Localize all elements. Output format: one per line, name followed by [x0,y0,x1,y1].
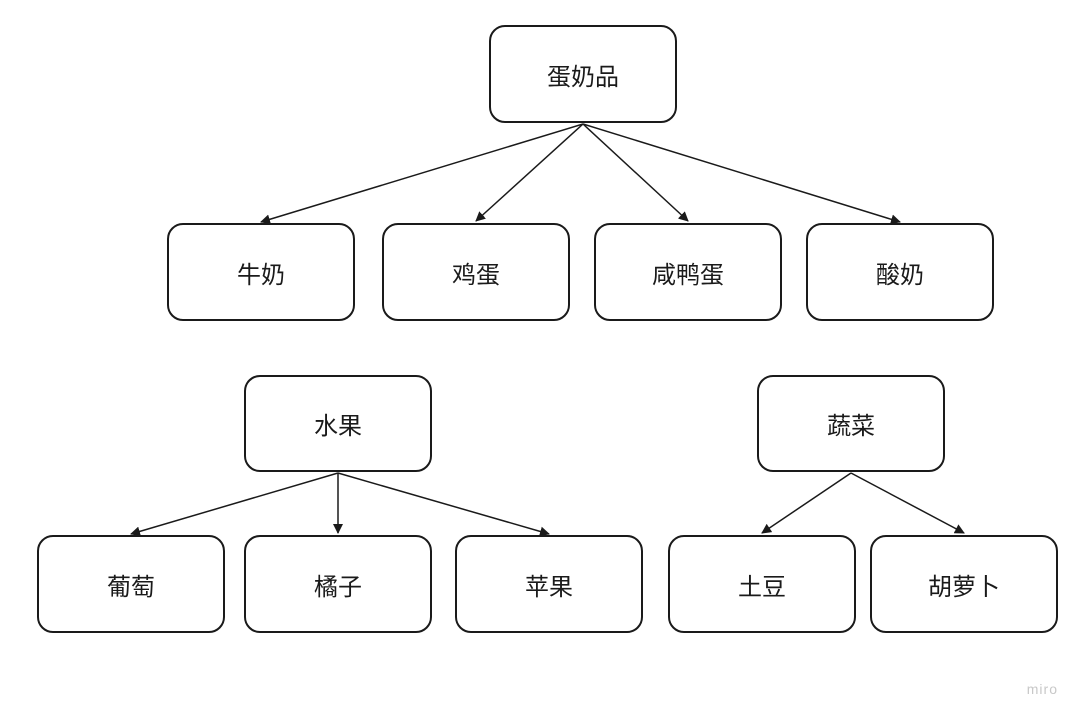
edge-dairy-to-egg [475,123,584,222]
edge-vegetable-to-potato [761,472,852,534]
node-label: 咸鸭蛋 [652,260,724,289]
edge-dairy-to-salted-duck-egg [582,123,689,222]
node-potato: 土豆 [668,535,856,633]
edge-dairy-to-milk [260,123,584,225]
node-label: 牛奶 [237,260,285,289]
node-apple: 苹果 [455,535,643,633]
edge-vegetable-to-carrot [850,472,965,534]
node-label: 葡萄 [107,572,155,601]
node-yogurt: 酸奶 [806,223,994,321]
node-vegetable: 蔬菜 [757,375,945,472]
edge-fruit-to-grape [130,472,339,537]
node-label: 蛋奶品 [547,62,619,91]
node-label: 酸奶 [876,260,924,289]
node-label: 鸡蛋 [452,260,500,289]
node-label: 土豆 [738,572,786,601]
node-egg: 鸡蛋 [382,223,570,321]
node-grape: 葡萄 [37,535,225,633]
edge-dairy-to-yogurt [582,123,901,225]
miro-watermark: miro [1026,681,1058,697]
node-label: 苹果 [525,572,573,601]
node-dairy: 蛋奶品 [489,25,677,123]
node-label: 胡萝卜 [928,572,1000,601]
node-label: 水果 [314,412,362,440]
node-label: 橘子 [314,572,362,601]
node-carrot: 胡萝卜 [870,535,1058,633]
node-orange: 橘子 [244,535,432,633]
node-milk: 牛奶 [167,223,355,321]
node-fruit: 水果 [244,375,432,472]
edge-fruit-to-apple [337,472,550,537]
node-salted-duck-egg: 咸鸭蛋 [594,223,782,321]
node-label: 蔬菜 [827,412,875,440]
